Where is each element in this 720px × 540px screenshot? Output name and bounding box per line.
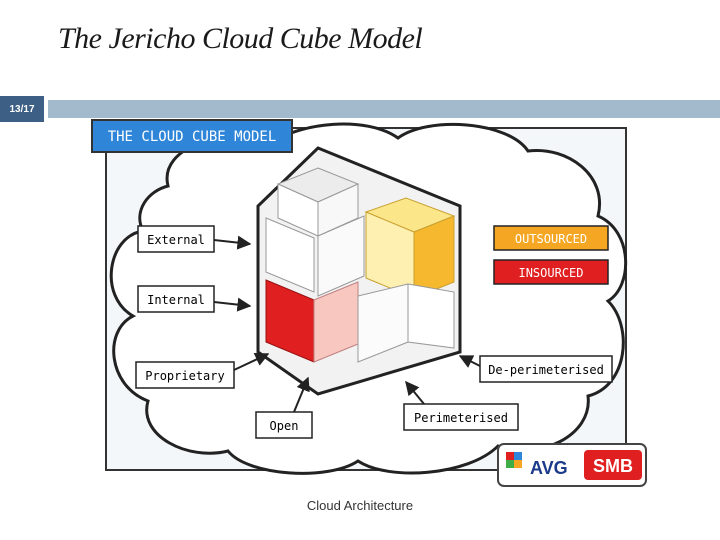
legend-outsourced-box <box>493 225 609 251</box>
label-internal: Internal <box>147 293 205 307</box>
legend-insourced-box <box>493 259 609 285</box>
cube-mid-cell <box>317 215 365 297</box>
label-box-de-perimeterised <box>479 355 613 383</box>
diagram-heading: THE CLOUD CUBE MODEL <box>108 129 277 145</box>
logo-brand-right: SMB <box>593 456 633 476</box>
outsourced-cube-side <box>413 215 455 299</box>
label-de-perimeterised: De-perimeterised <box>488 363 604 377</box>
label-box-open <box>255 411 313 439</box>
label-box-proprietary <box>135 361 235 389</box>
arrow-de-perimeterised <box>458 355 481 368</box>
cube-bottom-cell <box>407 283 455 349</box>
label-proprietary: Proprietary <box>145 369 224 383</box>
label-box-perimeterised <box>403 403 519 431</box>
footer-text: Cloud Architecture <box>306 498 414 513</box>
arrow-proprietary <box>233 353 270 371</box>
cube-top-cell <box>317 183 359 237</box>
legend-insourced: INSOURCED <box>518 266 583 280</box>
cloud-cube-diagram: THE CLOUD CUBE MODEL External Internal P… <box>91 119 647 487</box>
cube-mid-cell <box>265 217 315 293</box>
page-number-badge: 13/17 <box>0 96 44 122</box>
arrow-perimeterised <box>405 380 425 405</box>
label-box-internal <box>137 285 215 313</box>
logo-brand-left: AVG <box>530 458 568 478</box>
arrow-external <box>213 235 252 250</box>
slide-title: The Jericho Cloud Cube Model <box>58 22 423 55</box>
legend-outsourced: OUTSOURCED <box>515 232 587 246</box>
label-box-external <box>137 225 215 253</box>
label-external: External <box>147 233 205 247</box>
heading-box <box>91 119 293 153</box>
title-bar <box>48 100 720 118</box>
label-open: Open <box>270 419 299 433</box>
arrow-internal <box>213 297 252 312</box>
avg-smb-logo: AVG SMB <box>497 443 647 487</box>
arrow-open <box>293 376 310 413</box>
label-perimeterised: Perimeterised <box>414 411 508 425</box>
